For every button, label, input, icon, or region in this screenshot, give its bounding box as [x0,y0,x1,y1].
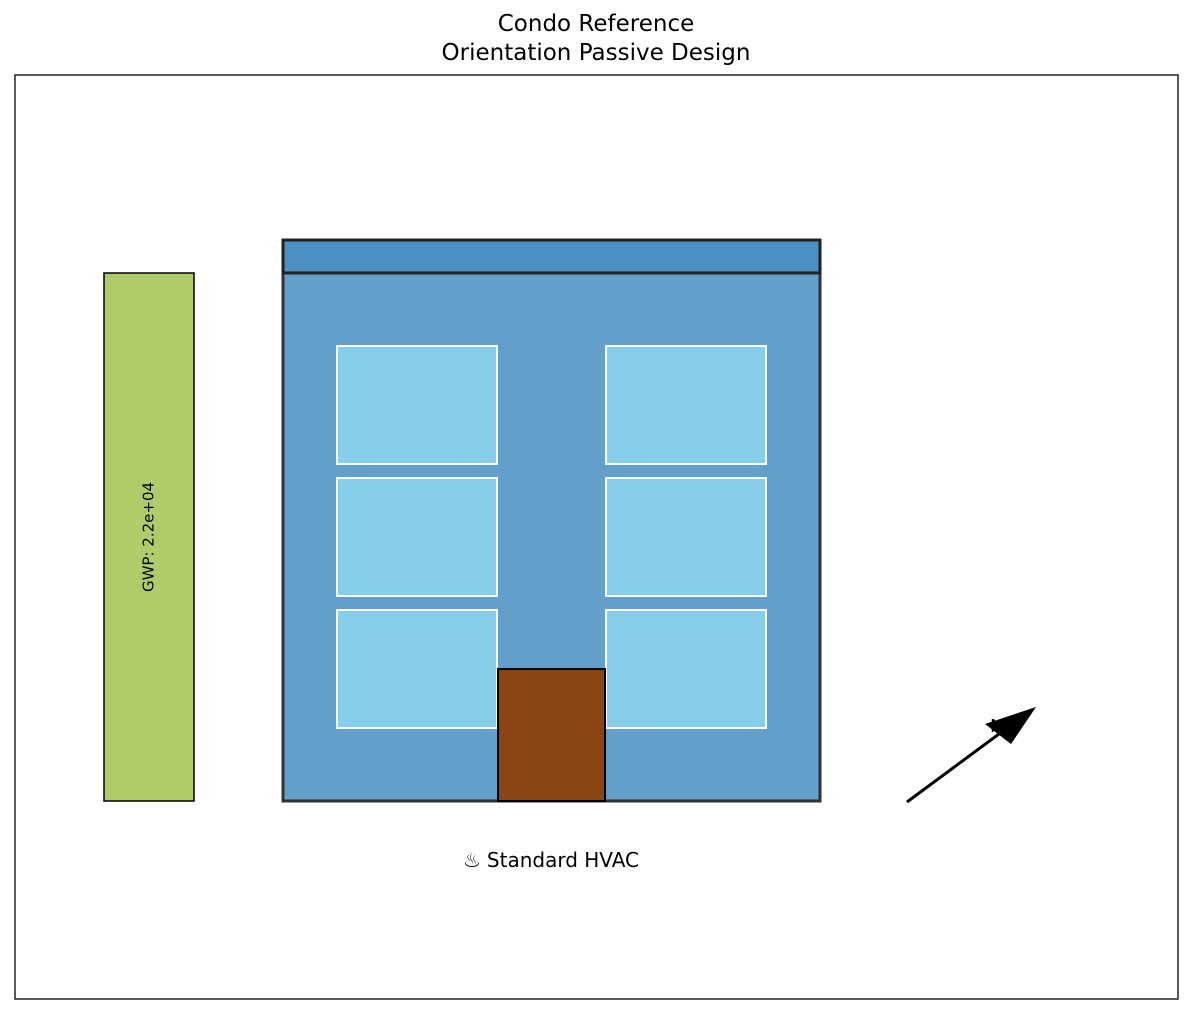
gwp-label: GWP: 2.2e+04 [140,482,158,592]
window-grid [336,345,767,729]
window [605,477,767,597]
north-arrow-head [985,707,1036,744]
hot-springs-icon: ♨ [463,848,481,872]
north-arrow-shaft [906,729,1004,804]
building-roof [281,238,822,275]
window [336,345,498,465]
hvac-label: ♨Standard HVAC [463,848,639,872]
window [605,609,767,729]
title-line-1: Condo Reference [497,11,695,37]
window [336,477,498,597]
building-door [497,668,606,802]
plot-frame [14,74,1179,1000]
north-arrow-icon: N [906,707,1036,804]
title-line-2: Orientation Passive Design [441,40,751,66]
gwp-bar [103,272,195,802]
window [336,609,498,729]
window [605,345,767,465]
